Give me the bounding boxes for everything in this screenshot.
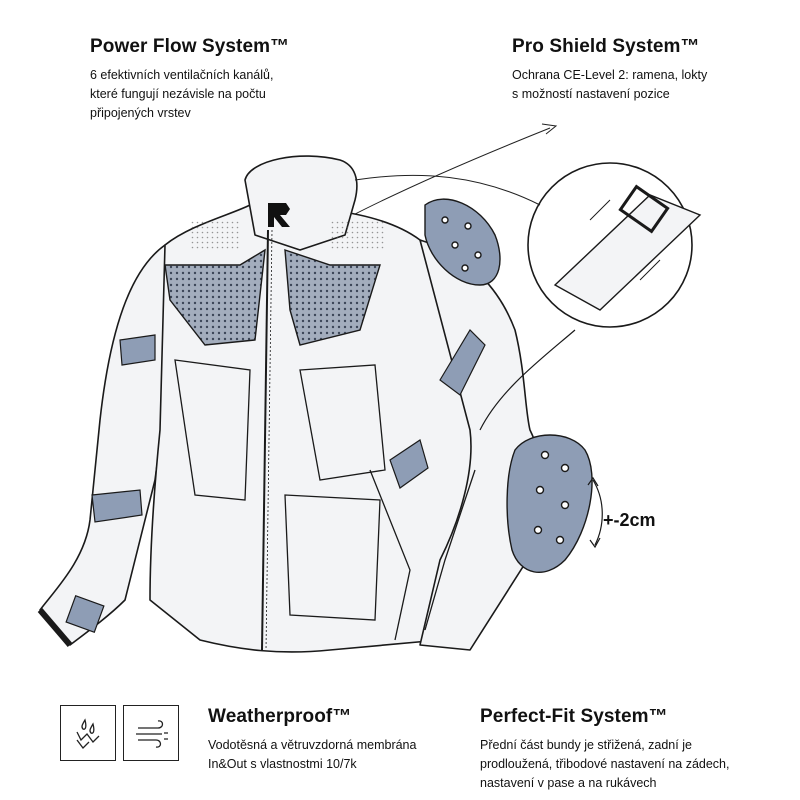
feature-title: Power Flow System™	[90, 36, 290, 57]
feature-power-flow: Power Flow System™ 6 efektivních ventila…	[90, 36, 350, 123]
feature-description: Přední část bundy je střižená, zadní je …	[480, 738, 730, 790]
pockets	[174, 359, 386, 621]
feature-perfect-fit: Perfect-Fit System™ Přední část bundy je…	[480, 706, 780, 793]
feature-weatherproof: Weatherproof™ Vodotěsná a větruvzdorná m…	[208, 706, 468, 774]
pointer-arrow-head	[541, 123, 558, 135]
mesh-vents	[164, 248, 381, 346]
center-zipper	[261, 229, 269, 651]
feature-title: Perfect-Fit System™	[480, 706, 668, 727]
feature-description: Ochrana CE-Level 2: ramena, lokty s možn…	[512, 68, 708, 101]
shoulder-protector	[424, 198, 501, 286]
feature-pro-shield: Pro Shield System™ Ochrana CE-Level 2: r…	[512, 36, 782, 104]
feature-description: Vodotěsná a větruvzdorná membrána In&Out…	[208, 738, 417, 771]
feature-description: 6 efektivních ventilačních kanálů, které…	[90, 68, 274, 120]
water-drops-icon	[60, 705, 116, 761]
adjustment-arrow	[592, 479, 603, 546]
adjustment-range-label: +-2cm	[603, 510, 656, 530]
wind-icon	[123, 705, 179, 761]
elbow-protector	[506, 434, 593, 573]
detail-magnifier	[479, 162, 702, 431]
feature-title: Weatherproof™	[208, 706, 352, 727]
feature-title: Pro Shield System™	[512, 36, 700, 57]
adjustment-straps	[91, 329, 486, 523]
brand-logo	[268, 203, 290, 227]
